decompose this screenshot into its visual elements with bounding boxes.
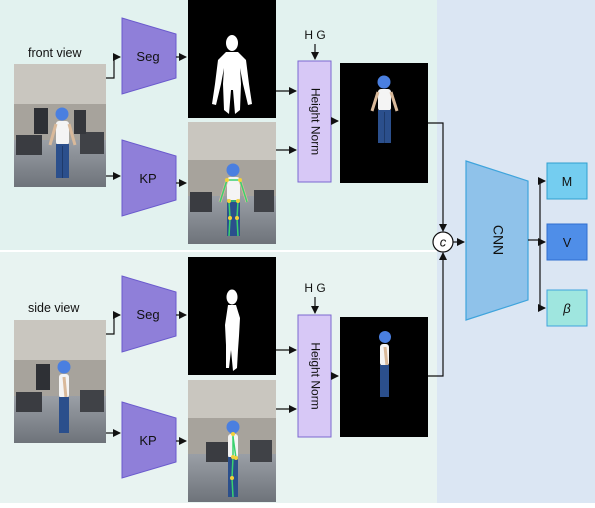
side-height-norm-block — [297, 314, 332, 438]
side-to-concat-arrow — [428, 252, 447, 377]
front-hg-label: H G — [304, 28, 325, 42]
output-m-label: M — [562, 175, 572, 189]
side-kp-encoder — [121, 401, 177, 479]
side-kp-label: KP — [139, 433, 156, 448]
output-v-box — [546, 223, 588, 261]
side-silhouette-mask — [188, 257, 276, 375]
side-photo-to-seg-arrow — [106, 311, 121, 335]
front-silhouette-mask — [188, 0, 276, 118]
front-to-concat-arrow — [428, 122, 447, 232]
front-normalized-output — [340, 63, 428, 183]
front-input-photo — [14, 64, 106, 187]
concat-label: c — [440, 235, 447, 250]
cnn-block — [465, 160, 529, 321]
output-beta-box — [546, 289, 588, 327]
side-seg-label: Seg — [136, 307, 159, 322]
output-v-label: V — [563, 236, 572, 250]
side-view-label: side view — [28, 301, 80, 315]
front-height-norm-block — [297, 60, 332, 183]
side-hg-label: H G — [304, 281, 325, 295]
front-keypoint-photo — [188, 122, 276, 244]
side-height-norm-label: Height Norm — [308, 342, 322, 409]
output-m-box — [546, 162, 588, 200]
front-seg-label: Seg — [136, 49, 159, 64]
front-photo-to-seg-arrow — [106, 53, 121, 79]
side-normalized-output — [340, 317, 428, 437]
front-seg-encoder — [121, 17, 177, 95]
side-keypoint-photo — [188, 380, 276, 502]
front-kp-label: KP — [139, 171, 156, 186]
front-kp-encoder — [121, 139, 177, 217]
cnn-label: CNN — [490, 225, 506, 255]
front-height-norm-label: Height Norm — [308, 88, 322, 155]
output-beta-label: β — [562, 301, 571, 316]
front-view-label: front view — [28, 46, 82, 60]
side-input-photo — [14, 320, 106, 443]
side-seg-encoder — [121, 275, 177, 353]
